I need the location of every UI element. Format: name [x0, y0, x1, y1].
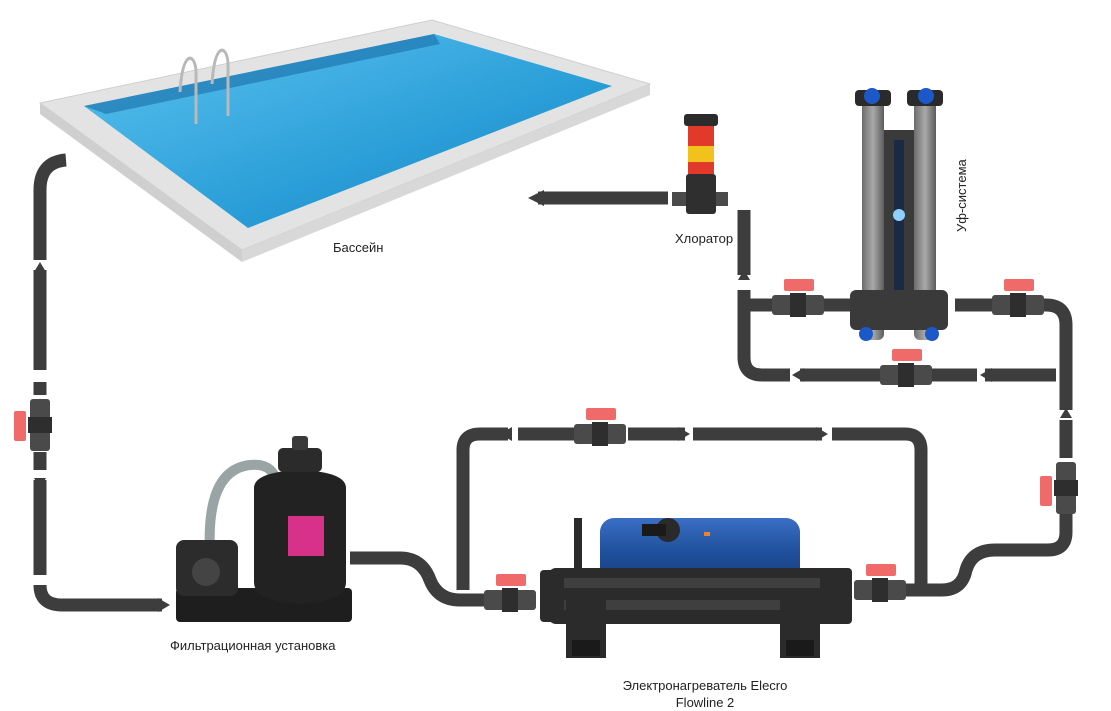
valve-icon: [772, 279, 824, 317]
pipe-pool-to-filter: [33, 153, 162, 612]
flow-arrow-icon: [500, 427, 512, 441]
flow-arrow-icon: [34, 478, 46, 488]
valve-icon: [14, 399, 52, 451]
pipe-heater-to-uv: [905, 298, 1073, 597]
valve-icon: [574, 408, 626, 446]
pipe-uv-bypass: [737, 210, 1056, 382]
chlorinator-label: Хлоратор: [675, 231, 734, 246]
filter-unit-icon: [176, 436, 352, 622]
flow-arrow-icon: [816, 427, 828, 441]
heater-label: Электронагреватель Elecro Flowline 2: [600, 677, 810, 711]
flow-arrow-icon: [528, 190, 544, 206]
uv-system-icon: [850, 88, 948, 341]
filter-unit-label: Фильтрационная установка: [170, 638, 336, 653]
pipe-heater-bypass: [456, 427, 928, 590]
heater-label-line2: Flowline 2: [675, 695, 735, 710]
flow-arrow-icon: [738, 270, 750, 280]
flow-arrow-icon: [980, 368, 992, 382]
pool-label: Бассейн: [333, 240, 384, 255]
valve-icon: [854, 564, 906, 602]
valve-icon: [992, 279, 1044, 317]
flow-arrow-icon: [34, 262, 46, 272]
flow-arrows: [34, 190, 1072, 612]
heater-label-line1: Электронагреватель Elecro: [622, 678, 788, 693]
valve-icon: [880, 349, 932, 387]
flow-arrow-icon: [158, 598, 170, 612]
flow-arrow-icon: [1060, 408, 1072, 418]
pool-icon: [38, 19, 652, 262]
valves: [14, 279, 1078, 612]
flow-arrow-icon: [792, 368, 804, 382]
pipe-filter-to-heater: [350, 551, 492, 607]
electric-heater-icon: [540, 518, 852, 658]
uv-system-label: Уф-система: [954, 159, 969, 232]
flow-arrow-icon: [678, 427, 690, 441]
valve-icon: [1040, 462, 1078, 514]
valve-icon: [484, 574, 536, 612]
chlorinator-icon: [672, 114, 728, 214]
